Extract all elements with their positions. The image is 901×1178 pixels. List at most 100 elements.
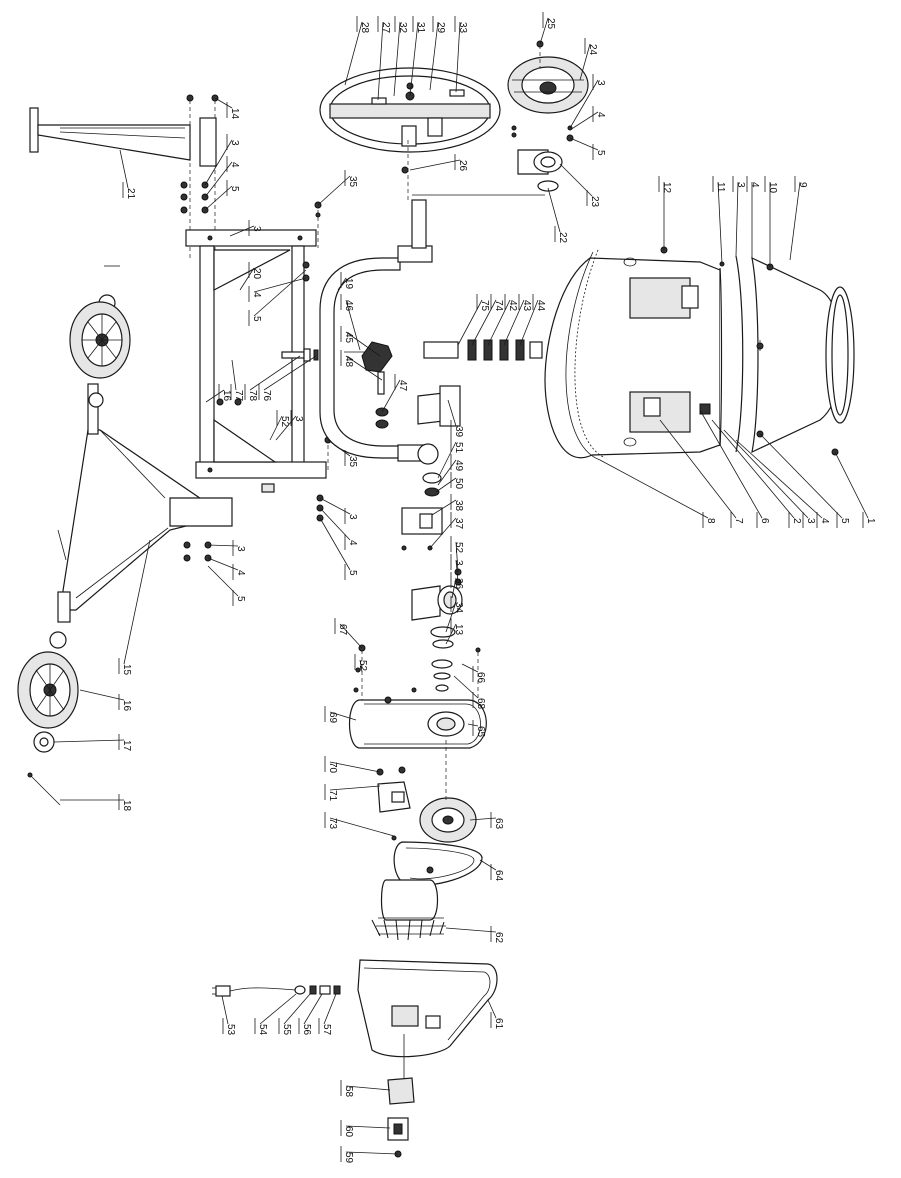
callout-leader-17 [53, 739, 125, 743]
callout-leader-36 [451, 577, 457, 599]
callout-label-4: 4 [749, 182, 760, 188]
callout-leader-49 [437, 459, 457, 486]
callout-label-74: 74 [493, 300, 504, 312]
callout-leader-29 [429, 21, 439, 91]
callout-leader-3 [723, 429, 809, 519]
callout-label-57: 57 [321, 1024, 332, 1036]
callout-label-52: 52 [279, 416, 290, 428]
callout-leader-51 [437, 441, 457, 479]
callout-label-75: 75 [479, 300, 490, 312]
callout-label-3: 3 [453, 560, 464, 566]
yoke-arm [319, 199, 439, 465]
callout-leader-14 [214, 97, 233, 109]
callout-leader-55 [283, 993, 311, 1025]
callout-label-4: 4 [347, 540, 358, 546]
callout-leader-68 [453, 675, 479, 699]
callout-leader-5 [569, 137, 599, 151]
callout-label-8: 8 [705, 518, 716, 524]
motor-plate [349, 644, 487, 749]
callout-label-51: 51 [453, 442, 464, 454]
callout-label-5: 5 [251, 316, 262, 322]
callout-label-19: 19 [343, 278, 354, 290]
callout-leader-24 [579, 43, 591, 81]
upper-wheel [69, 265, 131, 408]
callout-label-35: 35 [347, 176, 358, 188]
callout-label-38: 38 [453, 500, 464, 512]
main-frame [185, 229, 327, 493]
callout-leader-33 [455, 21, 461, 93]
callout-leader-54 [259, 993, 297, 1025]
callout-leader-3 [229, 225, 255, 237]
callout-leader-50 [435, 477, 457, 493]
callout-leader-34 [445, 601, 457, 633]
callout-label-49: 49 [453, 460, 464, 472]
pinion-hub [507, 40, 589, 142]
callout-label-69: 69 [327, 712, 338, 724]
drive-pulley [419, 740, 477, 843]
callout-label-59: 59 [343, 1152, 354, 1164]
callout-leader-27 [377, 21, 384, 101]
v-belt [393, 841, 483, 886]
callout-label-43: 43 [521, 300, 532, 312]
callout-leader-1 [834, 451, 869, 519]
callout-leader-5 [207, 565, 239, 597]
callout-leader-45 [345, 331, 381, 357]
callout-leader-47 [381, 379, 401, 413]
electric-motor [371, 866, 446, 941]
callout-label-54: 54 [257, 1024, 268, 1036]
tilt-wheel [319, 67, 545, 200]
callout-leader-16 [205, 389, 225, 403]
callout-label-4: 4 [229, 162, 240, 168]
callout-leader-56 [303, 993, 323, 1025]
callout-leader-25 [539, 17, 549, 45]
callout-label-71: 71 [327, 790, 338, 802]
callout-label-35: 35 [347, 456, 358, 468]
callout-leader-67 [339, 623, 363, 649]
callout-label-28: 28 [359, 22, 370, 34]
clamp-bracket [401, 385, 463, 649]
callout-leader-48 [345, 355, 383, 381]
callout-leader-9 [789, 181, 801, 261]
callout-leader-21 [119, 149, 129, 189]
callout-label-48: 48 [343, 356, 354, 368]
callout-label-53: 53 [225, 1024, 236, 1036]
callout-label-61: 61 [493, 1018, 504, 1030]
callout-leader-3 [735, 181, 739, 257]
callout-label-1: 1 [865, 518, 876, 524]
callout-leader-3 [455, 559, 459, 583]
bearing-bracket [517, 149, 563, 192]
callout-label-55: 55 [281, 1024, 292, 1036]
callout-leader-52 [359, 659, 363, 673]
callout-label-7: 7 [733, 518, 744, 524]
callout-leader-3 [319, 497, 351, 515]
callout-label-31: 31 [415, 22, 426, 34]
callout-leader-60 [345, 1125, 391, 1129]
callout-label-5: 5 [235, 596, 246, 602]
callout-label-47: 47 [397, 380, 408, 392]
callout-label-27: 27 [380, 22, 391, 34]
callout-leader-53 [221, 995, 229, 1025]
callout-leader-22 [547, 187, 561, 233]
axle-bolts [216, 348, 319, 406]
callout-label-63: 63 [493, 818, 504, 830]
callout-label-52: 52 [357, 660, 368, 672]
callout-label-5: 5 [347, 570, 358, 576]
callout-leader-75 [457, 299, 483, 346]
callout-label-50: 50 [453, 478, 464, 490]
callout-leader-26 [409, 159, 461, 171]
callout-label-21: 21 [125, 188, 136, 200]
callout-label-23: 23 [589, 196, 600, 208]
callout-leader-5 [204, 185, 233, 211]
callout-label-34: 34 [453, 602, 464, 614]
upper-bolts [180, 94, 219, 260]
callout-leader-43 [503, 299, 525, 346]
callout-label-5: 5 [595, 150, 606, 156]
callout-leader-78 [249, 355, 301, 391]
callout-leader-71 [329, 785, 381, 791]
callout-label-70: 70 [327, 762, 338, 774]
callout-leader-20 [239, 267, 255, 291]
callout-label-5: 5 [839, 518, 850, 524]
callout-label-3: 3 [347, 514, 358, 520]
callout-label-16: 16 [221, 390, 232, 402]
callout-leader-15 [123, 539, 151, 665]
